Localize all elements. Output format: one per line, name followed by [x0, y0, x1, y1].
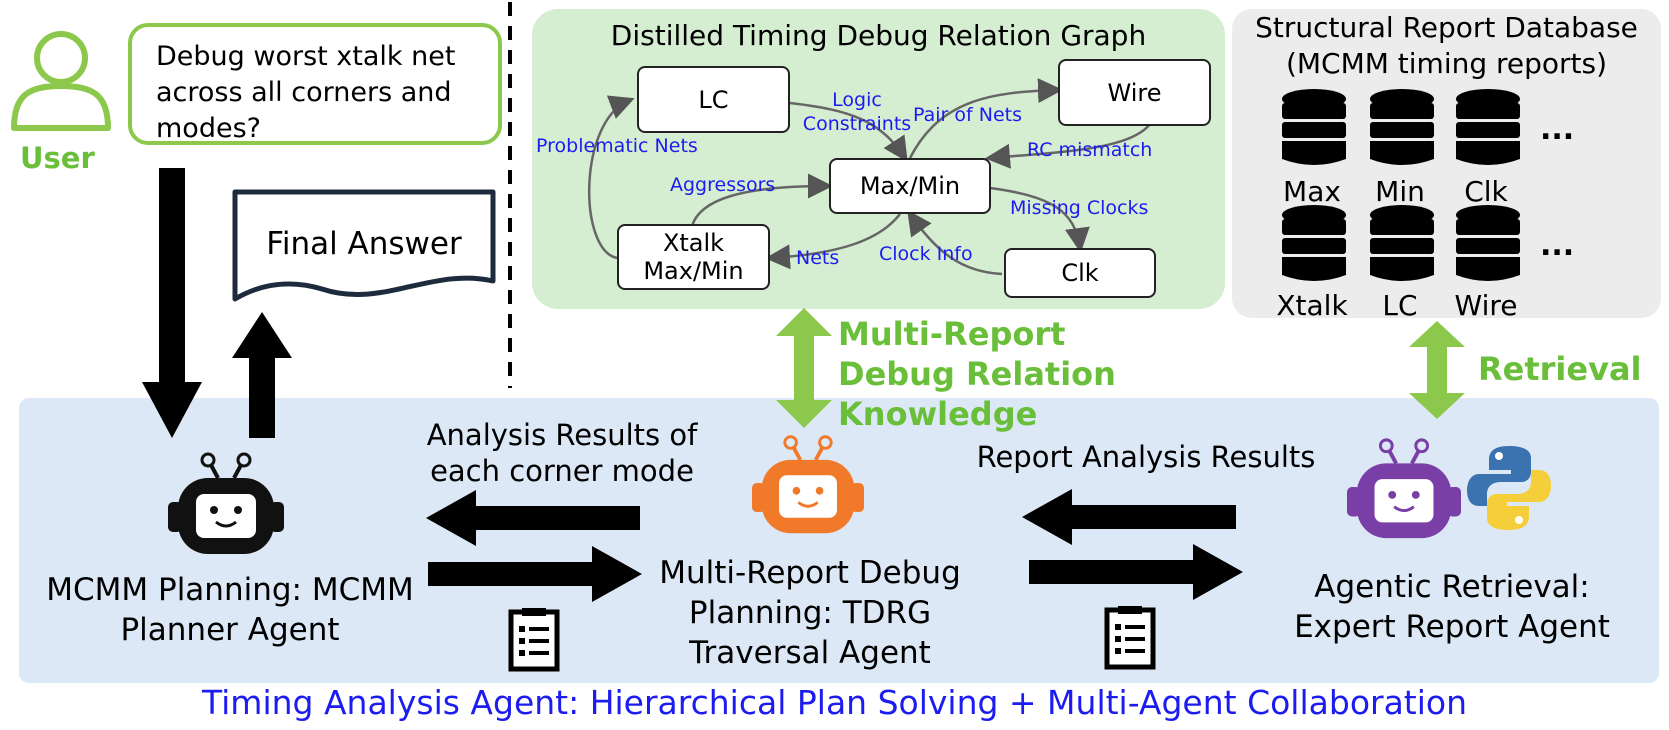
graph-edges	[588, 78, 1151, 276]
retrieval-label: Retrieval	[1478, 350, 1642, 388]
left-arrow-icon-2	[1022, 489, 1236, 545]
right-arrow-icon-2	[1029, 544, 1243, 600]
expert-agent-label: Agentic Retrieval: Expert Report Agent	[1294, 569, 1610, 645]
db-label-max: Max	[1283, 175, 1341, 208]
database-title: Structural Report Database (MCMM timing …	[1232, 10, 1661, 82]
down-arrow-icon	[142, 168, 202, 438]
knowledge-double-arrow-icon	[776, 308, 832, 428]
edge-label-aggressors: Aggressors	[670, 174, 776, 196]
agents-panel	[19, 398, 1659, 683]
node-xtalk-maxmin: Xtalk Max/Min	[617, 224, 770, 290]
document-icon	[232, 189, 496, 302]
node-lc: LC	[637, 66, 790, 133]
node-maxmin: Max/Min	[829, 158, 991, 214]
db-label-wire: Wire	[1454, 289, 1518, 322]
knowledge-label: Multi-Report Debug Relation Knowledge	[838, 315, 1116, 433]
db-label-lc: LC	[1382, 289, 1418, 322]
edge-clk-maxmin	[907, 209, 1003, 276]
edge-maxmin-clk	[989, 186, 1090, 253]
report-results-label: Report Analysis Results	[976, 440, 1316, 474]
graph-title: Distilled Timing Debug Relation Graph	[610, 19, 1147, 52]
figure-caption: Timing Analysis Agent: Hierarchical Plan…	[201, 683, 1468, 722]
tdrg-agent-label: Multi-Report Debug Planning: TDRG Traver…	[659, 555, 961, 671]
final-answer-label: Final Answer	[266, 226, 462, 262]
edge-maxmin-wire	[908, 78, 1063, 159]
db-label-xtalk: Xtalk	[1276, 289, 1348, 322]
analysis-results-label: Analysis Results of each corner mode	[426, 418, 698, 488]
user-query-box: Debug worst xtalk net across all corners…	[128, 23, 502, 145]
db-label-min: Min	[1375, 175, 1425, 208]
edge-lc-maxmin	[789, 101, 908, 163]
report-list-icon-2	[1104, 606, 1156, 670]
edge-label-rc-mismatch: RC mismatch	[1027, 139, 1153, 161]
edge-label-missing-clocks: Missing Clocks	[1010, 197, 1149, 219]
database-title-line1: Structural Report Database	[1255, 11, 1638, 44]
node-wire: Wire	[1058, 59, 1211, 126]
edge-xtalk-lc	[588, 95, 635, 260]
edge-label-nets: Nets	[796, 247, 840, 269]
retrieval-double-arrow-icon	[1409, 321, 1465, 419]
tdrg-robot-icon	[752, 435, 864, 534]
edge-xtalk-maxmin	[690, 173, 833, 227]
db-ellipsis-row2: ...	[1540, 228, 1575, 263]
python-icon	[1467, 446, 1551, 530]
db-ellipsis-row1: ...	[1540, 112, 1575, 147]
database-title-line2: (MCMM timing reports)	[1285, 47, 1608, 80]
expert-robot-icon	[1347, 438, 1461, 539]
report-list-icon	[508, 608, 560, 672]
edge-label-pair-of-nets: Pair of Nets	[913, 104, 1022, 126]
edge-label-problematic-nets: Problematic Nets	[536, 135, 698, 157]
user-label: User	[20, 141, 95, 175]
right-arrow-icon	[428, 546, 642, 602]
edge-wire-maxmin	[985, 123, 1151, 169]
user-icon	[11, 31, 111, 131]
edge-label-clock-info: Clock Info	[879, 243, 973, 265]
dashed-divider	[508, 2, 512, 388]
edge-label-logic: Logic Constraints	[802, 89, 912, 135]
edge-maxmin-xtalk	[765, 213, 901, 270]
left-arrow-icon	[426, 490, 640, 546]
planner-agent-label: MCMM Planning: MCMM Planner Agent	[46, 572, 414, 648]
planner-robot-icon	[168, 452, 284, 554]
node-clk: Clk	[1004, 248, 1156, 298]
up-arrow-icon	[232, 312, 292, 438]
db-label-clk: Clk	[1464, 175, 1508, 208]
